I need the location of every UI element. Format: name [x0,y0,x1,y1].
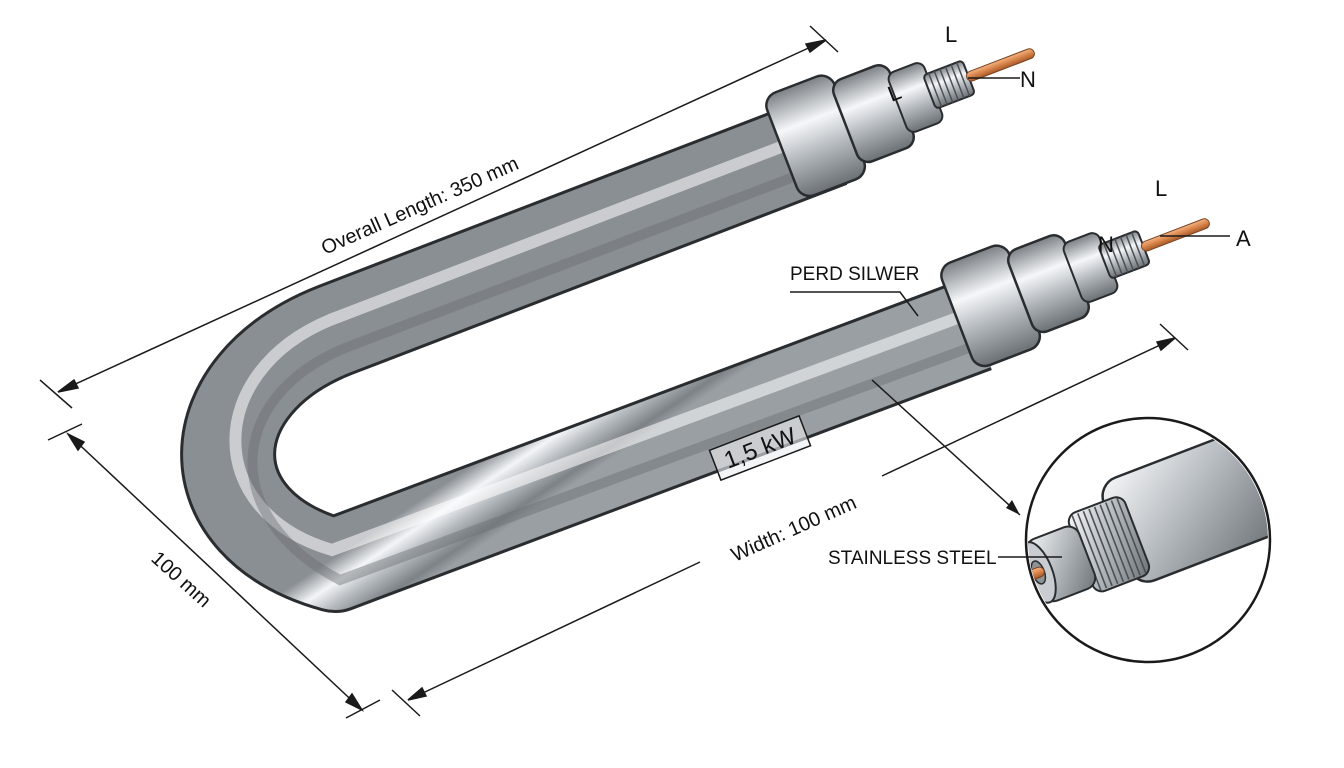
upper-terminal [765,48,1035,198]
lower-terminal [940,218,1210,368]
sheath-material-label: PERD SILWER [790,264,920,285]
section-leader-arrow [1006,500,1020,515]
upper-terminal-label-n: N [1020,67,1036,92]
lower-terminal-body-label: N [1098,232,1114,257]
width-dimension [391,323,1189,717]
power-rating-tag [708,414,812,482]
upper-terminal-label-l: L [945,22,957,47]
overall-length-dimension [39,25,839,409]
lower-terminal-label-l: L [1155,176,1167,201]
detail-inset [992,416,1281,664]
lower-terminal-label-a: A [1236,226,1251,251]
depth-dimension [47,423,381,719]
core-material-label: STAINLESS STEEL [828,548,997,569]
u-tube [180,95,992,613]
depth-label: 100 mm [147,547,215,612]
section-leader [871,379,1021,516]
sheath-material-leader [790,291,919,317]
